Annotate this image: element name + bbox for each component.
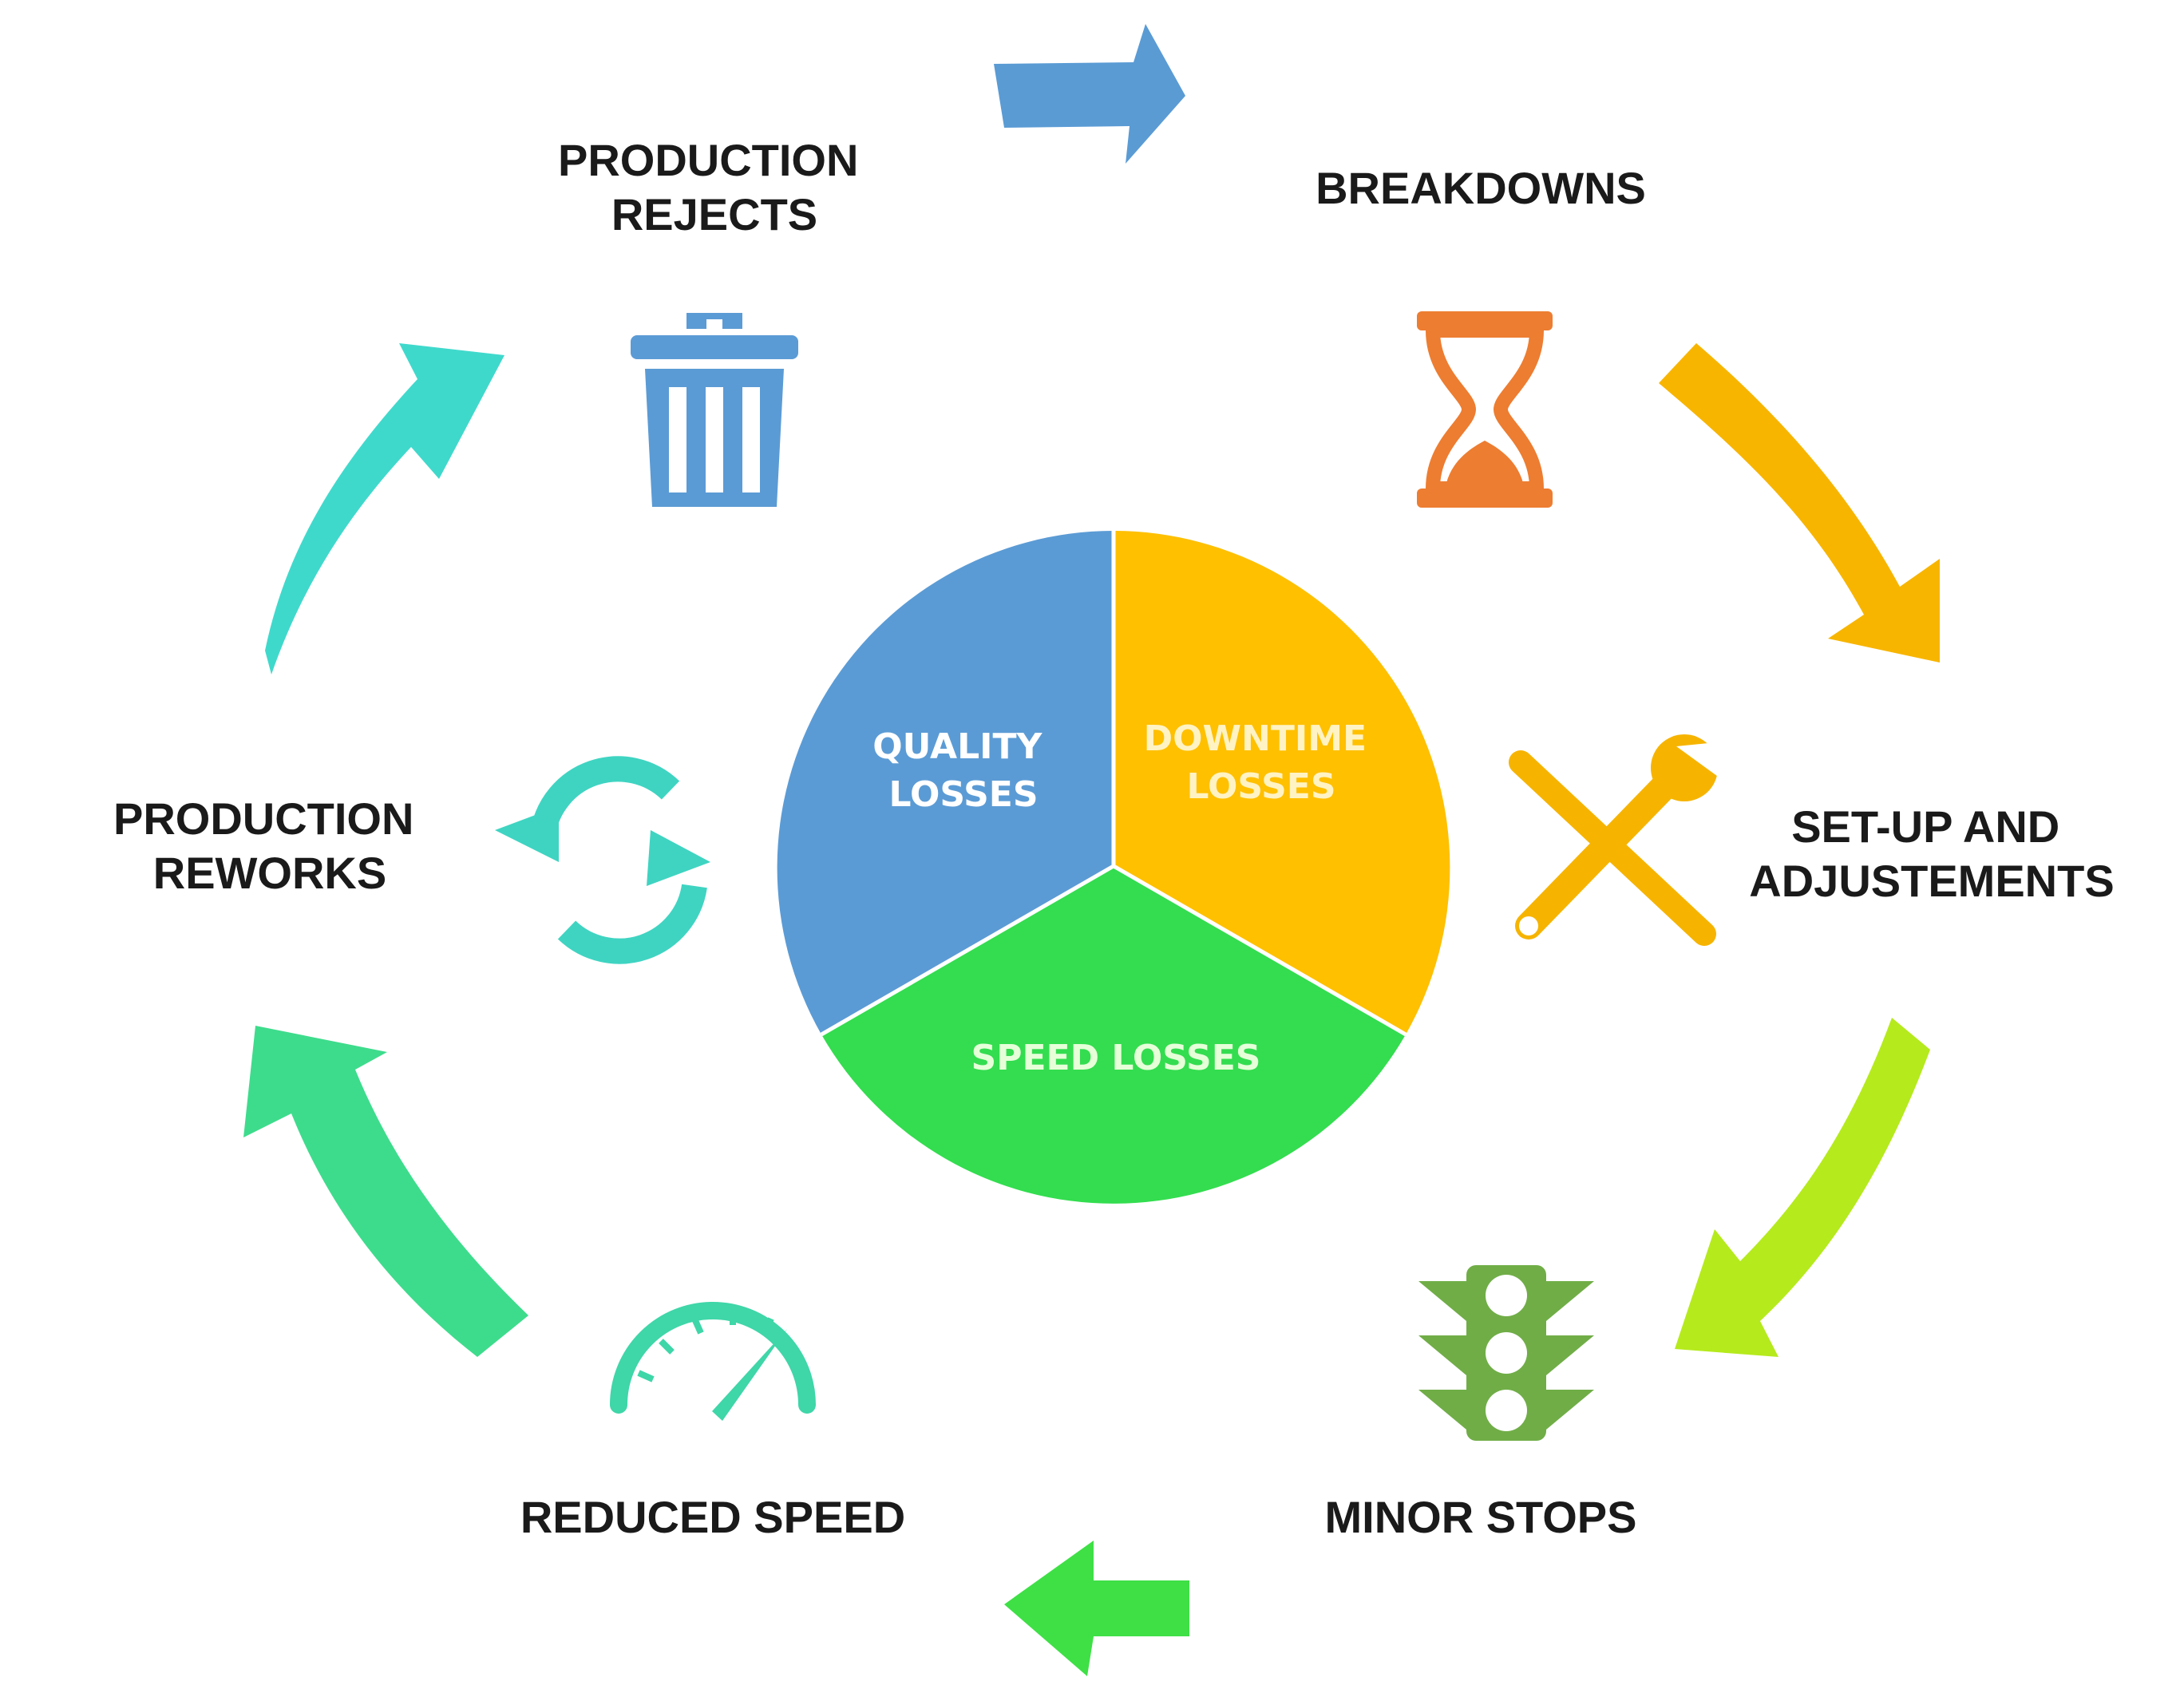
svg-text:DOWNTIME LOSSES: DOWNTIME LOSSES [1144,718,1379,807]
arrow-top [994,24,1185,164]
svg-text:SET-UP AND ADJUSTEMENTS: SET-UP AND ADJUSTEMENTS [1749,801,2114,906]
label-setup-adjustements: SET-UP AND [1791,801,2059,852]
cycle-arrows [243,24,1940,1676]
arrow-left-upper [265,343,504,674]
label-production-reworks: PRODUCTION [113,793,413,844]
pie-label-quality: QUALITY [872,726,1043,767]
pie-divider [1112,864,1407,1037]
arrow-right-upper [1659,343,1940,663]
tools-icon [1509,734,1720,946]
hourglass-icon [1417,311,1553,508]
svg-text:PRODUCTION REJECTS: PRODUCTION REJECTS [558,135,871,239]
label-production-rejects: PRODUCTION [558,135,858,185]
loss-pie: QUALITY LOSSES DOWNTIME LOSSES SPEED LOS… [777,531,1450,1204]
refresh-icon [495,756,710,964]
trash-icon [631,313,798,507]
arrow-bottom [1004,1541,1189,1676]
arrow-right-lower [1675,1018,1930,1357]
label-setup-adjustements: ADJUSTEMENTS [1749,856,2114,906]
label-breakdowns: BREAKDOWNS [1316,163,1646,213]
label-reduced-speed: REDUCED SPEED [520,1492,905,1542]
pie-slice-quality [777,531,1114,1034]
pie-label-downtime: DOWNTIME [1144,718,1367,759]
pie-label-speed: SPEED LOSSES [971,1038,1261,1078]
label-minor-stops: MINOR STOPS [1324,1492,1636,1542]
speedometer-icon [610,1302,816,1421]
label-production-reworks: REWORKS [153,848,386,898]
label-production-rejects: REJECTS [611,189,817,239]
arrow-left-lower [243,1026,528,1357]
svg-text:QUALITY LOSSES: QUALITY LOSSES [872,726,1054,815]
svg-text:PRODUCTION REWORKS: PRODUCTION REWORKS [113,793,426,898]
pie-divider [820,864,1115,1037]
pie-slice-downtime [1114,531,1450,1034]
traffic-light-icon [1418,1265,1594,1441]
pie-label-quality: LOSSES [888,774,1038,815]
pie-label-downtime: LOSSES [1186,766,1335,807]
